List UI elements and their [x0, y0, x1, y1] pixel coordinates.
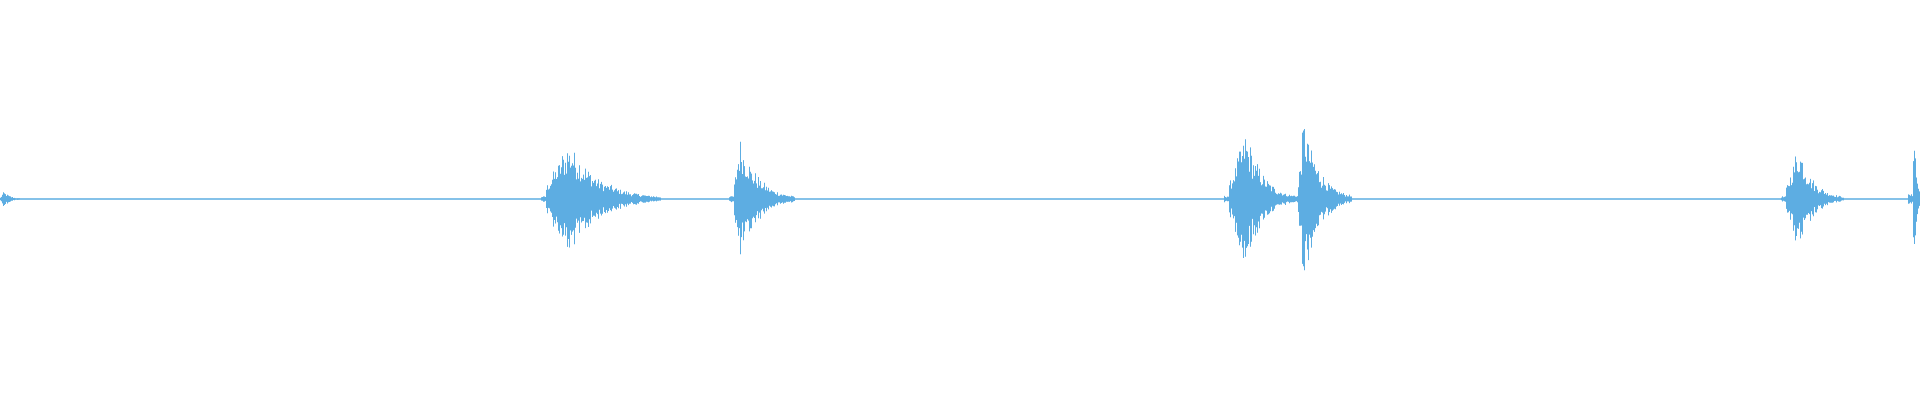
- waveform-samples: [0, 129, 1920, 271]
